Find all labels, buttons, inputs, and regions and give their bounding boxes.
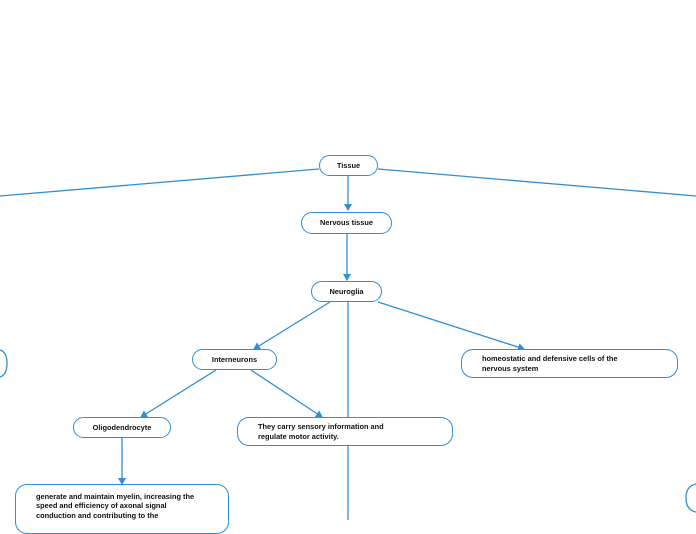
node-nervous-tissue[interactable]: Nervous tissue <box>301 212 392 234</box>
node-sensory-info-label: They carry sensory information and regul… <box>258 422 384 441</box>
edge-tissue-left <box>0 168 320 197</box>
node-neuroglia[interactable]: Neuroglia <box>311 281 382 302</box>
node-interneurons[interactable]: Interneurons <box>192 349 277 370</box>
right-partial-node[interactable] <box>685 483 696 513</box>
node-oligodendrocyte[interactable]: Oligodendrocyte <box>73 417 171 438</box>
node-interneurons-label: Interneurons <box>211 354 258 364</box>
node-sensory-info[interactable]: They carry sensory information and regul… <box>237 417 453 446</box>
node-myelin-label: generate and maintain myelin, increasing… <box>36 492 195 520</box>
node-tissue[interactable]: Tissue <box>319 155 378 176</box>
edge-interneurons-oligodendrocyte <box>140 369 217 418</box>
node-myelin[interactable]: generate and maintain myelin, increasing… <box>15 484 229 534</box>
connector-layer <box>0 168 696 520</box>
node-tissue-label: Tissue <box>336 160 361 170</box>
node-homeostatic-cells[interactable]: homeostatic and defensive cells of the n… <box>461 349 678 378</box>
node-neuroglia-label: Neuroglia <box>329 286 364 296</box>
left-partial-node[interactable] <box>0 349 8 378</box>
edge-neuroglia-homeostatic <box>377 301 525 351</box>
edge-interneurons-sensory <box>250 369 323 418</box>
node-oligodendrocyte-label: Oligodendrocyte <box>92 422 152 432</box>
edge-neuroglia-interneurons <box>253 301 331 350</box>
node-nervous-tissue-label: Nervous tissue <box>320 218 373 228</box>
edge-tissue-right <box>377 168 696 197</box>
node-homeostatic-cells-label: homeostatic and defensive cells of the n… <box>482 354 618 373</box>
